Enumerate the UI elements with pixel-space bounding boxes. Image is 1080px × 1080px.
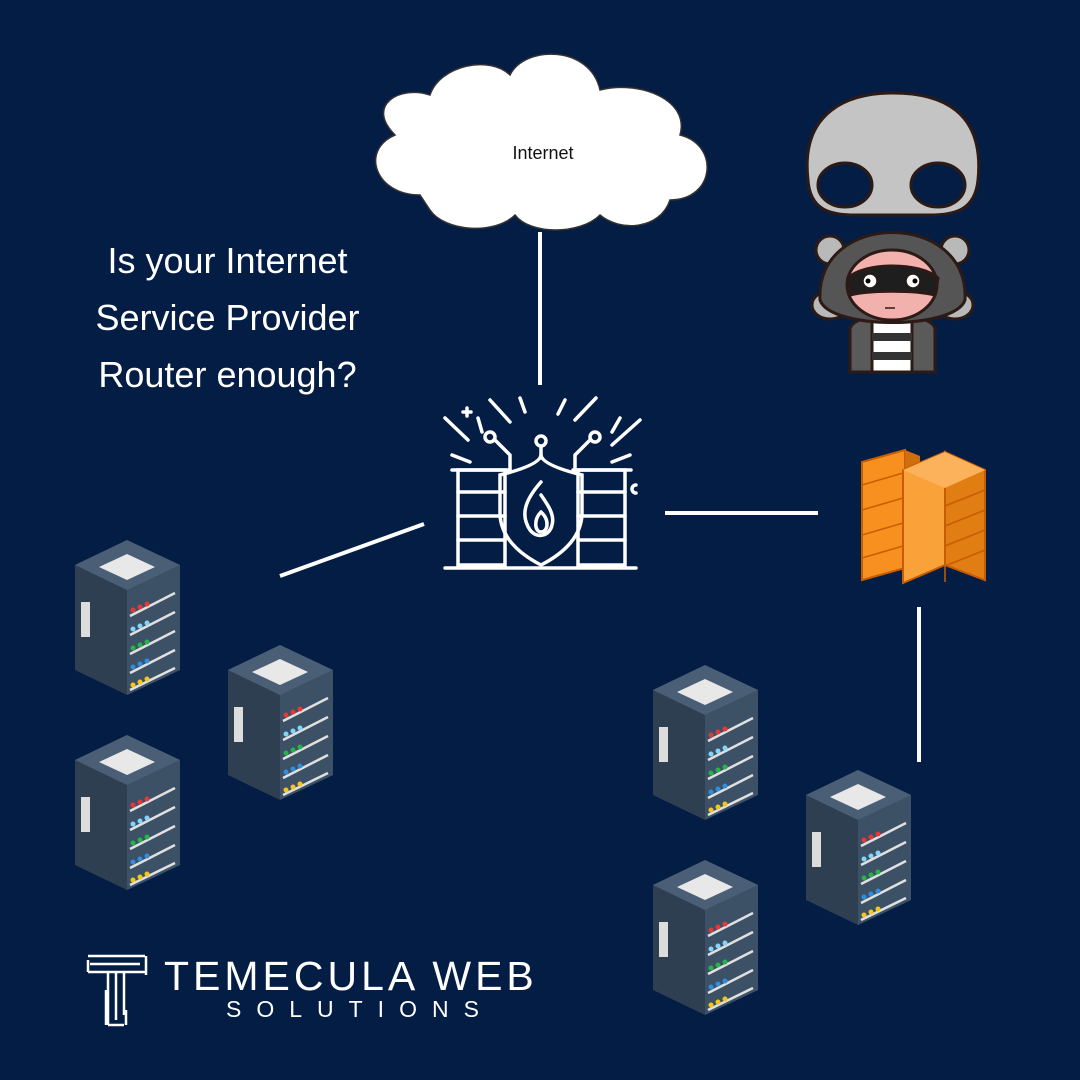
logo-subtitle: SOLUTIONS (226, 996, 494, 1022)
headline: Is your Internet Service Provider Router… (40, 232, 415, 403)
headline-line: Service Provider (95, 297, 360, 338)
server-rack-icon (651, 663, 760, 822)
cloud-icon (375, 53, 708, 231)
server-rack-icon (651, 858, 760, 1017)
logo-mark (86, 954, 148, 1027)
server-rack-icon (226, 643, 335, 802)
headline-line: Is your Internet (107, 240, 348, 281)
line-router-to-servers-left (279, 522, 425, 578)
logo-company-name: TEMECULA WEB (164, 953, 538, 999)
server-rack-icon (73, 733, 182, 892)
firewall-shield-icon (443, 396, 642, 570)
server-rack-icon (73, 538, 182, 697)
brick-firewall-icon (861, 448, 986, 585)
connection-lines (279, 232, 921, 762)
headline-line: Router enough? (98, 354, 357, 395)
cloud-label: Internet (512, 143, 574, 163)
server-rack-icon (804, 768, 913, 927)
hacker-skull-icon (805, 91, 981, 374)
